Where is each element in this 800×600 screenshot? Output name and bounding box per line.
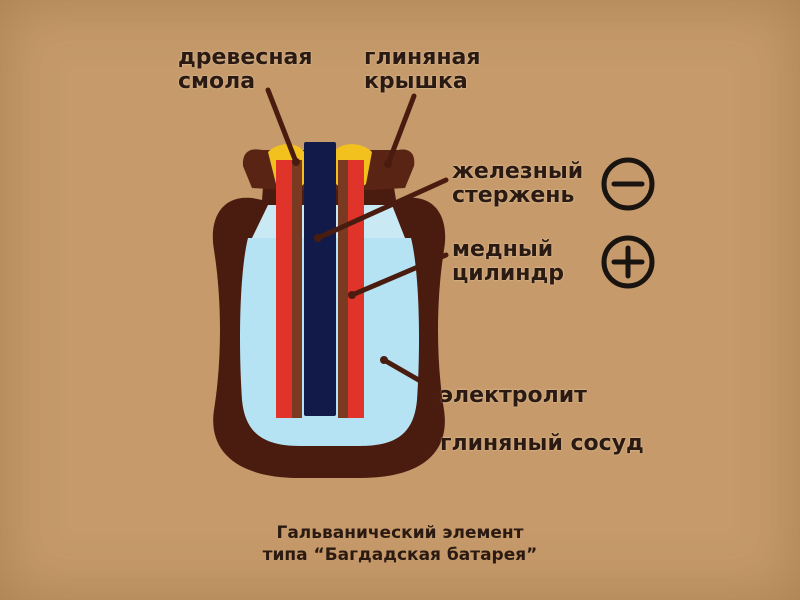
pointer-clay-lid xyxy=(385,93,417,167)
pointer-dot-clay-lid xyxy=(384,160,392,168)
copper-cylinder-left-outer xyxy=(276,160,292,418)
copper-cylinder-right-inner xyxy=(338,160,348,418)
pointer-dot-wood-resin xyxy=(292,158,300,166)
pointer-copper xyxy=(349,252,449,298)
minus-icon xyxy=(601,157,655,211)
label-clay-vessel: глиняный сосуд xyxy=(440,431,644,456)
label-clay-lid: глиняная крышка xyxy=(364,45,481,94)
pointer-dot-copper xyxy=(348,291,356,299)
pointer-wood-resin xyxy=(265,87,299,165)
pointer-dot-clay-vessel xyxy=(360,458,368,466)
caption: Гальванический элемент типа “Багдадская … xyxy=(0,522,800,566)
pointer-clay-vessel xyxy=(361,443,439,465)
pointer-dot-electrolyte xyxy=(380,356,388,364)
copper-cylinder-left-inner xyxy=(292,160,302,418)
iron-rod xyxy=(304,142,336,416)
label-iron-rod: железный стержень xyxy=(452,159,584,208)
caption-line-1: Гальванический элемент xyxy=(276,523,524,543)
label-copper-cylinder: медный цилиндр xyxy=(452,237,564,286)
plus-icon xyxy=(601,235,655,289)
pointer-dot-iron-rod xyxy=(314,234,322,242)
pointer-iron-rod xyxy=(315,177,449,241)
label-electrolyte: электролит xyxy=(440,383,587,408)
caption-line-2: типа “Багдадская батарея” xyxy=(262,545,538,565)
label-wood-resin: древесная смола xyxy=(178,45,313,94)
pointer-electrolyte xyxy=(381,357,439,393)
